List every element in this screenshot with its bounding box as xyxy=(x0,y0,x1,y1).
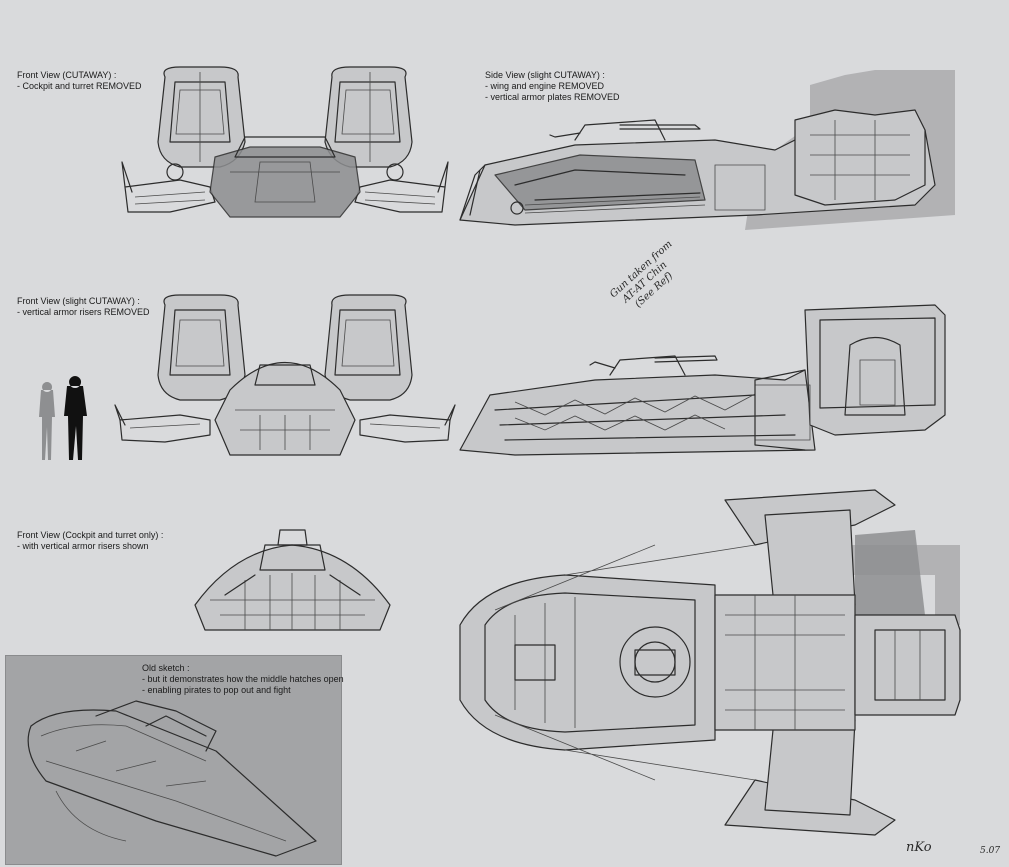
front-cockpit-title: Front View (Cockpit and turret only) : xyxy=(17,530,164,540)
front-cockpit-label: Front View (Cockpit and turret only) : -… xyxy=(17,530,163,552)
side-view-drawing xyxy=(459,304,946,456)
side-cutaway-title: Side View (slight CUTAWAY) : xyxy=(485,70,605,80)
signature-date: 5.07 xyxy=(980,846,1000,856)
side-view-cutaway-drawing xyxy=(459,70,955,230)
front-cutaway-note-1: - Cockpit and turret REMOVED xyxy=(17,81,142,91)
front-slight-label: Front View (slight CUTAWAY) : - vertical… xyxy=(17,296,150,318)
side-cutaway-label: Side View (slight CUTAWAY) : - wing and … xyxy=(485,70,620,103)
old-sketch-title: Old sketch : xyxy=(142,663,190,673)
old-sketch-drawing xyxy=(27,700,317,857)
front-slight-title: Front View (slight CUTAWAY) : xyxy=(17,296,140,306)
old-sketch-note-2: - enabling pirates to pop out and fight xyxy=(142,685,291,695)
front-slight-note-1: - vertical armor risers REMOVED xyxy=(17,307,150,317)
old-sketch-panel: Old sketch : - but it demonstrates how t… xyxy=(5,655,344,865)
artist-signature: nKo xyxy=(906,840,932,855)
side-cutaway-note-2: - vertical armor plates REMOVED xyxy=(485,92,620,102)
artist-initials: nKo xyxy=(906,840,932,855)
signature-date-text: 5.07 xyxy=(980,846,1001,856)
human-scale-figures xyxy=(39,376,87,460)
top-view-drawing xyxy=(459,489,961,836)
front-view-cutaway-drawing xyxy=(121,66,449,218)
side-cutaway-note-1: - wing and engine REMOVED xyxy=(485,81,605,91)
front-cutaway-label: Front View (CUTAWAY) : - Cockpit and tur… xyxy=(17,70,142,92)
front-view-slight-cutaway-drawing xyxy=(114,294,456,456)
front-view-cockpit-turret-drawing xyxy=(194,529,391,631)
old-sketch-label: Old sketch : - but it demonstrates how t… xyxy=(142,663,344,696)
old-sketch-note-1: - but it demonstrates how the middle hat… xyxy=(142,674,344,684)
front-cutaway-title: Front View (CUTAWAY) : xyxy=(17,70,117,80)
front-cockpit-note-1: - with vertical armor risers shown xyxy=(17,541,149,551)
